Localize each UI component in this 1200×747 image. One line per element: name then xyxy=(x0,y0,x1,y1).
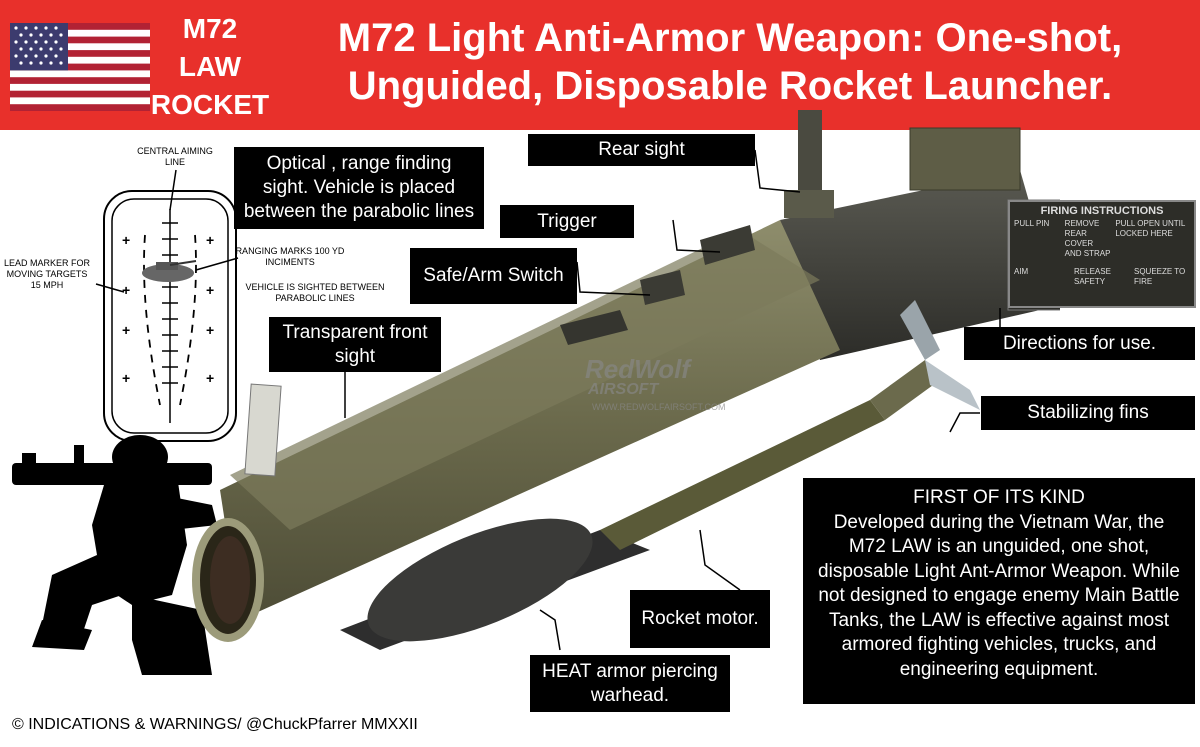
firing-instructions-plate: FIRING INSTRUCTIONS PULL PIN REMOVE REAR… xyxy=(1008,200,1196,308)
description-body: Developed during the Vietnam War, the M7… xyxy=(818,511,1180,680)
firing-instructions-title: FIRING INSTRUCTIONS xyxy=(1040,205,1164,217)
directions-callout: Directions for use. xyxy=(964,327,1195,360)
svg-text:+: + xyxy=(122,232,130,248)
trigger-callout: Trigger xyxy=(500,205,634,238)
kneeling-soldier-silhouette xyxy=(12,435,217,675)
safe-arm-switch-callout: Safe/Arm Switch xyxy=(410,248,577,304)
weapon-type-label-2: ROCKET xyxy=(150,89,270,120)
rocket-motor-callout: Rocket motor. xyxy=(630,590,770,648)
svg-text:+: + xyxy=(206,370,214,386)
title-line-1: M72 Light Anti-Armor Weapon: One-shot, xyxy=(337,16,1123,60)
vehicle-sighted-label: VEHICLE IS SIGHTED BETWEEN PARABOLIC LIN… xyxy=(245,282,385,303)
svg-text:+: + xyxy=(206,322,214,338)
us-flag-icon xyxy=(10,23,150,111)
weapon-code-label: M72 xyxy=(182,13,238,44)
title-line-2: Unguided, Disposable Rocket Launcher. xyxy=(347,64,1113,108)
lead-marker-label: LEAD MARKER FOR MOVING TARGETS 15 MPH xyxy=(3,258,90,290)
description-panel: FIRST OF ITS KIND Developed during the V… xyxy=(803,478,1195,704)
step-pull-open: PULL OPEN UNTIL LOCKED HERE xyxy=(1115,219,1185,238)
ranging-marks-label: RANGING MARKS 100 YD INCIMENTS xyxy=(235,246,345,267)
step-pull-pin: PULL PIN xyxy=(1014,219,1050,228)
title-banner xyxy=(0,0,1200,130)
warhead-callout: HEAT armor piercing warhead. xyxy=(530,655,730,712)
m72-launcher-illustration xyxy=(192,110,1060,650)
step-remove-cover: REMOVE REAR COVER AND STRAP xyxy=(1064,219,1111,258)
watermark-url: WWW.REDWOLFAIRSOFT.COM xyxy=(592,402,726,412)
watermark-brand: RedWolf xyxy=(585,354,690,384)
svg-text:+: + xyxy=(122,322,130,338)
sight-reticle-diagram: + + + + + + + + xyxy=(103,190,237,442)
page-title: M72 Light Anti-Armor Weapon: One-shot, U… xyxy=(270,14,1190,110)
svg-text:+: + xyxy=(206,232,214,248)
svg-text:+: + xyxy=(206,282,214,298)
svg-text:+: + xyxy=(122,282,130,298)
weapon-type-label-1: LAW xyxy=(178,51,242,82)
stabilizing-fins-callout: Stabilizing fins xyxy=(981,396,1195,430)
watermark-sub: AIRSOFT xyxy=(588,381,659,398)
step-squeeze: SQUEEZE TO FIRE xyxy=(1134,267,1186,286)
description-heading: FIRST OF ITS KIND xyxy=(913,487,1085,508)
step-release-safety: RELEASE SAFETY xyxy=(1074,267,1111,286)
optical-sight-callout: Optical , range finding sight. Vehicle i… xyxy=(234,147,484,229)
step-aim: AIM xyxy=(1014,267,1029,276)
rear-sight-callout: Rear sight xyxy=(528,134,755,166)
central-aiming-line-label: CENTRAL AIMING LINE xyxy=(137,146,213,167)
footer-credit: © INDICATIONS & WARNINGS/ @ChuckPfarrer … xyxy=(12,716,418,733)
svg-text:+: + xyxy=(122,370,130,386)
front-sight-callout: Transparent front sight xyxy=(269,317,441,372)
